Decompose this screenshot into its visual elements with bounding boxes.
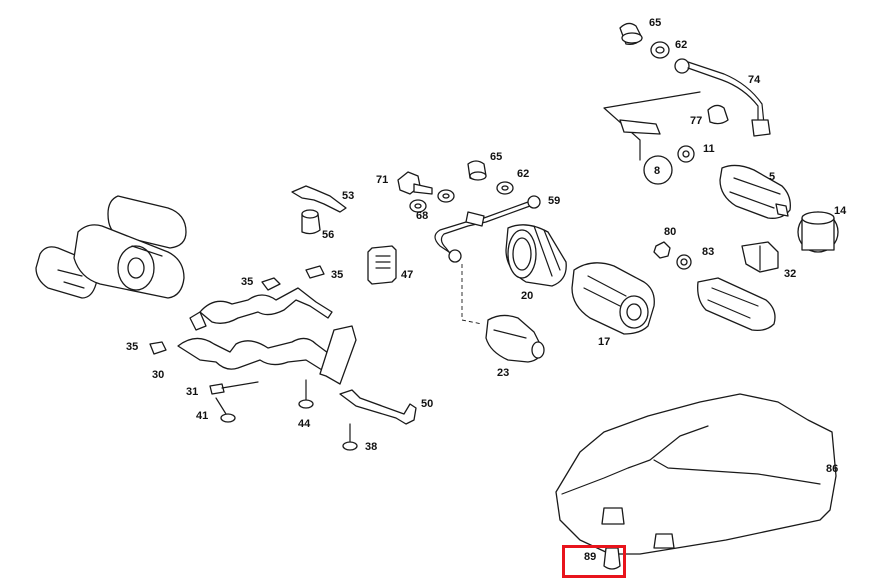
lock-washer-83 [676,254,692,270]
nut-80 [653,241,671,259]
highlight-box-89 [562,545,626,578]
callout-62-mid: 62 [517,168,530,180]
fitting-65-top [619,22,643,46]
pump-5 [719,164,791,219]
callout-31: 31 [186,386,199,398]
callout-5: 5 [769,171,776,183]
bracket-53 [291,185,347,235]
callout-68: 68 [416,210,429,222]
callout-59: 59 [548,195,561,207]
clip-77 [707,104,729,125]
hose-20 [505,224,567,287]
bolt-41 [215,397,236,423]
bolt-44 [298,379,314,409]
callout-44: 44 [298,418,311,430]
clip-89 [603,547,621,570]
damper-23 [485,314,545,363]
callout-65-top: 65 [649,17,662,29]
bracket-50 [339,389,417,425]
callout-47: 47 [401,269,414,281]
callout-35-b: 35 [331,269,344,281]
cover-86 [555,393,837,555]
washer-set-mid [437,160,514,203]
strainer-14 [797,211,839,253]
callout-30: 30 [152,369,165,381]
callout-20: 20 [521,290,534,302]
callout-65-mid: 65 [490,151,503,163]
callout-38: 38 [365,441,378,453]
callout-50: 50 [421,398,434,410]
callout-80: 80 [664,226,677,238]
pump-lower [697,277,776,332]
callout-53: 53 [342,190,355,202]
callout-77: 77 [690,115,703,127]
fuel-filter-17 [571,262,655,335]
callout-11: 11 [703,143,715,155]
rubber-pad-47 [367,245,397,285]
callout-8: 8 [654,165,661,177]
callout-32: 32 [784,268,797,280]
callout-14: 14 [834,205,847,217]
callout-41: 41 [196,410,209,422]
fuel-pump-assembly [35,195,187,299]
callout-86: 86 [826,463,839,475]
bracket-32 [741,241,779,273]
callout-71: 71 [376,174,389,186]
callout-23: 23 [497,367,510,379]
callout-89: 89 [584,551,597,563]
bolt-38 [342,423,358,451]
callout-35-a: 35 [241,276,254,288]
callout-35-c: 35 [126,341,139,353]
banjo-bolt-71 [397,171,433,213]
callout-74: 74 [748,74,761,86]
washer-62-top [650,41,670,59]
clamp-assembly [149,265,357,395]
fuel-line-59 [434,195,541,325]
fuel-line-74 [674,58,771,137]
callout-83: 83 [702,246,715,258]
callout-56: 56 [322,229,335,241]
callout-17: 17 [598,336,611,348]
callout-62-top: 62 [675,39,688,51]
valve-assembly [603,91,701,185]
